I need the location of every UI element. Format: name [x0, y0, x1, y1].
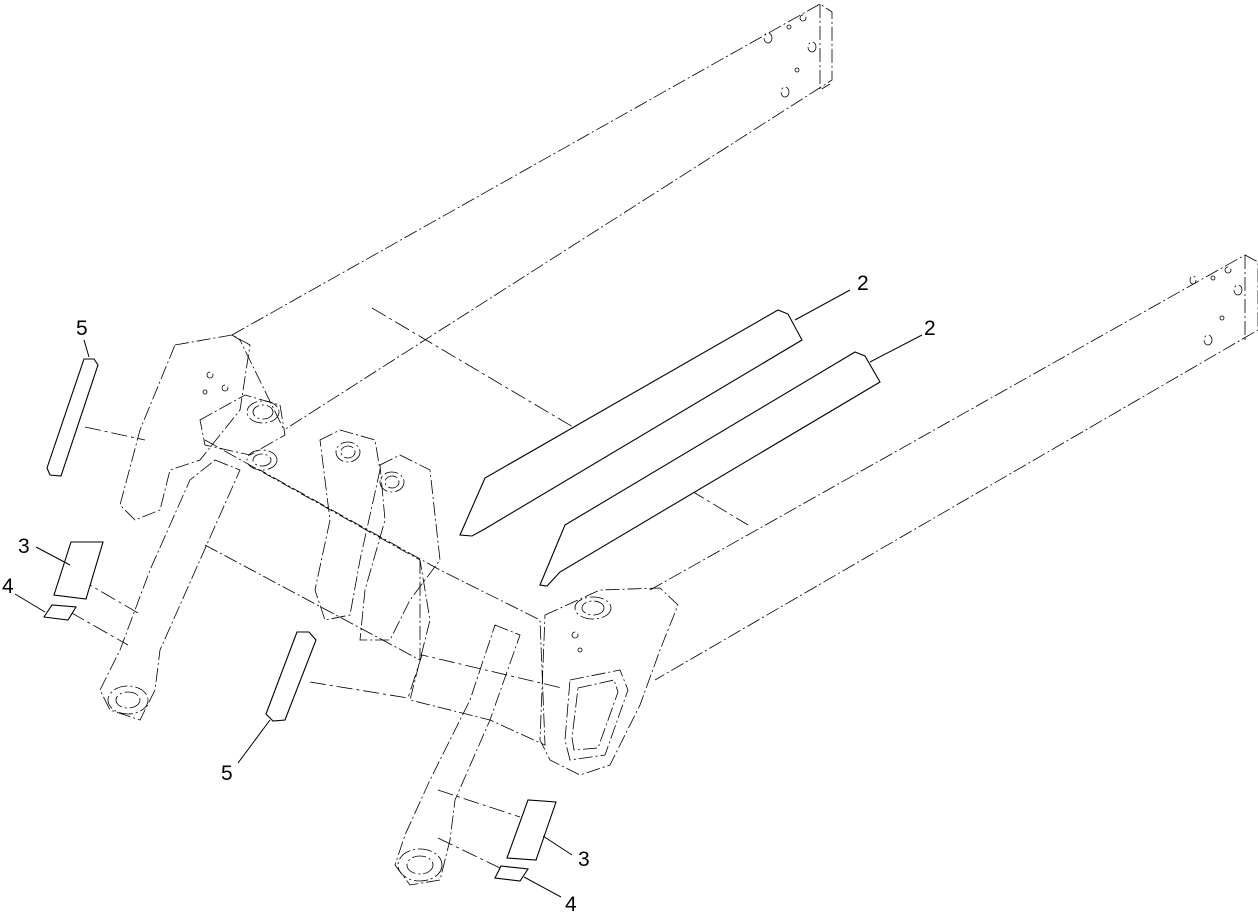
shim-part-3-upper [53, 541, 104, 600]
callout-5-upper: 5 [76, 317, 88, 340]
callout-2-upper: 2 [857, 272, 869, 295]
wear-pad-part-2-lower [539, 351, 881, 587]
pad-part-5-lower [265, 631, 317, 722]
shim-part-3-lower [506, 799, 557, 861]
callout-5-lower: 5 [221, 762, 233, 785]
wear-pad-part-2-upper [459, 309, 803, 537]
spacer-part-4-lower [494, 865, 529, 882]
spacer-part-4-upper [43, 604, 77, 621]
callout-2-lower: 2 [924, 317, 936, 340]
pad-part-5-upper [46, 358, 99, 477]
callout-leaders [14, 289, 923, 898]
right-loader-arm [394, 254, 1258, 886]
callout-4-left: 4 [2, 575, 14, 598]
callout-3-right: 3 [578, 848, 590, 871]
callout-3-left: 3 [18, 535, 30, 558]
assembly-centerlines [69, 307, 749, 869]
callout-4-right: 4 [565, 893, 577, 916]
